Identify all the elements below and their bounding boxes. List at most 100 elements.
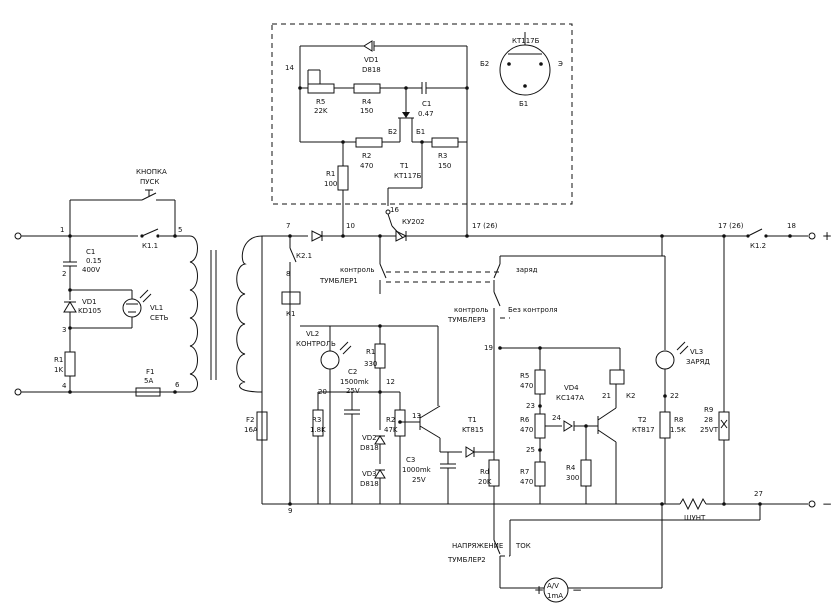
gen-b1-label: Б1 [416,128,425,136]
gen-c1-label: C1 [422,100,431,108]
meter-plus-label: + [534,583,544,597]
start-button-label: КНОПКА [136,168,167,176]
vd4-zener [563,420,573,432]
rectifier-diode [311,230,324,242]
node-24: 24 [552,414,561,422]
vl1-value: СЕТЬ [150,314,169,322]
c3-value: 1000mk [402,466,432,474]
t1-label: T1 [467,416,477,424]
node-7: 7 [286,222,290,230]
charge-control [498,236,730,504]
shunt-label: ШУНТ [684,514,706,522]
r7-label: R7 [520,468,529,476]
c2-voltage: 25V [346,387,360,395]
node-9: 9 [288,507,292,515]
gen-r5-label: R5 [316,98,325,106]
input-terminal-bottom [14,388,22,396]
node-3: 3 [62,326,66,334]
gen-r4-value: 150 [360,107,373,115]
gen-r1-value: 100 [324,180,337,188]
vl1-label: VL1 [150,304,163,312]
vd3-value: D818 [360,480,379,488]
vd4-label: VD4 [564,384,579,392]
node-2: 2 [62,270,66,278]
r1-label: R1 [54,356,63,364]
ku202-label: КУ202 [402,218,425,226]
gen-r2-resistor [355,137,383,148]
vd1-label: VD1 [82,298,97,306]
vl2-label: VL2 [306,330,319,338]
vd3-label: VD3 [362,470,377,478]
gen-r3-label: R3 [438,152,447,160]
gen-c1-value: 0.47 [418,110,434,118]
node-14: 14 [285,64,294,72]
node-13: 13 [412,412,421,420]
node-17b: 17 (26) [718,222,744,230]
no-control-label: Без контроля [508,306,558,314]
gen-t1-value: КТ117Б [394,172,422,180]
gen-r4-resistor [353,83,381,94]
gen-r1-resistor [337,165,349,191]
tumbler2-contact [493,539,501,555]
labels: + − 1 2 3 4 5 6 7 8 9 10 12 13 14 16 17 … [54,37,832,600]
gen-r1-label: R1 [326,170,335,178]
tumbler1-contact [379,263,387,279]
voltage-label: НАПРЯЖЕНИЕ [452,542,503,550]
r9-thermistor [718,411,730,441]
r8-1-5k-resistor [659,411,671,439]
gen-r2-label: R2 [362,152,371,160]
node-6: 6 [175,381,180,389]
f2-label: F2 [246,416,254,424]
tumbler3-label: ТУМБЛЕР3 [447,316,486,324]
node-16: 16 [390,206,399,214]
plus-label: + [822,229,832,243]
vd1-value: KD105 [78,307,101,315]
r2-value: 47K [384,426,398,434]
r8-label: R8 [674,416,683,424]
gen-vd1-value: D818 [362,66,381,74]
vd2-value: D818 [360,444,379,452]
r9-label: R9 [704,406,713,414]
start-button-contact [141,192,157,201]
r1-330-value: 330 [364,360,377,368]
c2-value: 1500mk [340,378,370,386]
pinout-b2: Б2 [480,60,489,68]
tumbler2-label: ТУМБЛЕР2 [447,556,486,564]
t1-value: KT815 [462,426,484,434]
r9-value: 28 [704,416,713,424]
node-12: 12 [386,378,395,386]
r3-label: R3 [312,416,321,424]
k1-label: К1 [286,310,295,318]
k21-label: К2.1 [296,252,312,260]
node-20: 20 [318,388,327,396]
relay-k1 [281,236,301,504]
gen-b2-label: Б2 [388,128,397,136]
pinout-e: Э [558,60,563,68]
r8-value: 1.5K [670,426,686,434]
r2-label: R2 [386,416,395,424]
node-10: 10 [346,222,355,230]
node-21: 21 [602,392,611,400]
control-diode [465,446,475,458]
charge-label: заряд [516,266,538,274]
gen-vd1-label: VD1 [364,56,379,64]
rails [256,225,816,511]
c1-value: 0.15 [86,257,102,265]
k2-relay-coil [609,369,625,385]
f2-value: 16A [244,426,258,434]
tumbler3-contact [493,291,501,307]
k11-label: К1.1 [142,242,158,250]
tumbler1-control-label: контроль [340,266,375,274]
toggle-switches [379,236,665,340]
gen-t1-label: T1 [399,162,409,170]
r7-470-resistor [534,461,546,487]
transformer-secondary [236,235,263,393]
transformer-primary [189,235,198,393]
gen-r3-value: 150 [438,162,451,170]
t2-value: КТ817 [632,426,655,434]
r6-label: R6 [520,416,530,424]
vl3-value: ЗАРЯД [686,358,710,366]
vd4-value: КС147А [556,394,584,402]
gen-r3-resistor [431,137,459,148]
